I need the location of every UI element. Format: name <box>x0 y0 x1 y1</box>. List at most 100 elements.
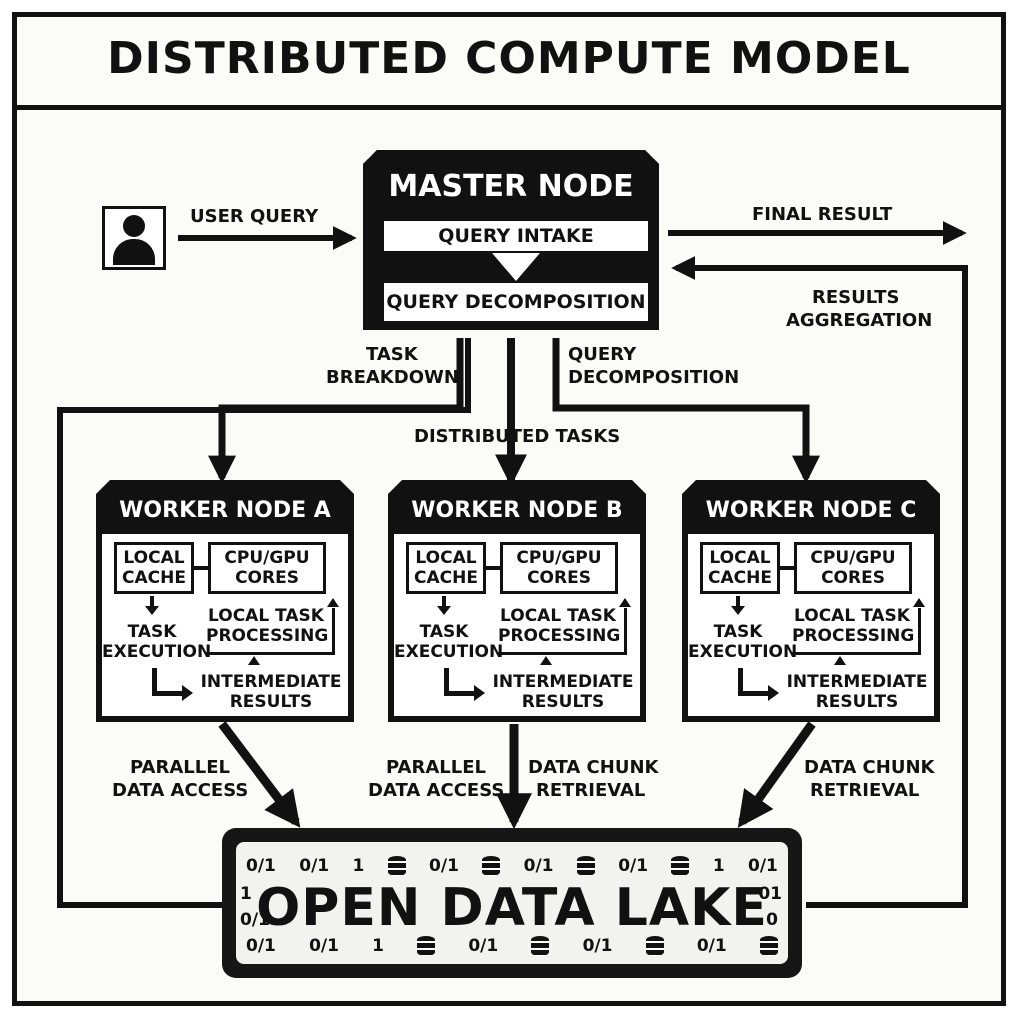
exec-elbow-v <box>152 668 157 696</box>
database-icon <box>645 936 664 956</box>
local-task-processing: LOCAL TASK PROCESSING <box>206 606 326 646</box>
local-task-processing: LOCAL TASK PROCESSING <box>498 606 618 646</box>
cores-line-1: CPU/GPU <box>810 548 896 568</box>
exec-elbow-v <box>738 668 743 696</box>
task-execution: TASK EXECUTION <box>688 622 788 662</box>
label-parallel-a-1: PARALLEL <box>130 757 230 778</box>
cache-core-link <box>780 566 794 570</box>
worker-body: LOCAL CACHE CPU/GPU CORES TASK EXECUTION… <box>394 534 640 716</box>
worker-body: LOCAL CACHE CPU/GPU CORES TASK EXECUTION… <box>102 534 348 716</box>
local-cache-line-2: CACHE <box>414 568 478 588</box>
task-execution-line-1: TASK <box>713 622 763 642</box>
lake-bottom-bit-3: 1 <box>372 936 384 956</box>
arrow-down-icon <box>150 596 154 608</box>
exec-elbow-h <box>738 691 770 696</box>
task-execution-line-2: EXECUTION <box>688 642 798 662</box>
label-chunk-b-2: RETRIEVAL <box>536 780 646 801</box>
label-chunk-b-1: DATA CHUNK <box>528 757 659 778</box>
master-node: MASTER NODE QUERY INTAKE QUERY DECOMPOSI… <box>363 150 659 330</box>
aggregation-loop-line <box>671 256 968 908</box>
database-icon <box>482 856 501 876</box>
user-icon <box>102 206 166 270</box>
cache-core-link <box>486 566 500 570</box>
cores-line-2: CORES <box>235 568 299 588</box>
label-chunk-c-1: DATA CHUNK <box>804 757 935 778</box>
label-results-aggregation-2: AGGREGATION <box>786 310 933 331</box>
local-cache-line-1: LOCAL <box>709 548 771 568</box>
local-cache: LOCAL CACHE <box>406 542 486 594</box>
label-parallel-b-1: PARALLEL <box>386 757 486 778</box>
arrow-up-icon <box>327 598 339 607</box>
database-icon <box>576 856 595 876</box>
arrow-down-head-icon <box>145 606 159 615</box>
label-user-query: USER QUERY <box>190 206 319 227</box>
local-cache-line-1: LOCAL <box>415 548 477 568</box>
processing-link <box>498 652 626 655</box>
processing-line-1: LOCAL TASK <box>794 606 910 626</box>
lake-bottom-bit-5: 0/1 <box>582 936 613 956</box>
lake-top-bit-6: 0/1 <box>618 856 649 876</box>
processing-link <box>792 652 920 655</box>
arrow-up-icon <box>619 598 631 607</box>
label-final-result: FINAL RESULT <box>752 204 893 225</box>
exec-elbow-h <box>152 691 184 696</box>
local-task-processing: LOCAL TASK PROCESSING <box>792 606 912 646</box>
intermediate-results: INTERMEDIATE RESULTS <box>782 672 932 712</box>
lake-top-bit-3: 1 <box>352 856 365 876</box>
query-intake: QUERY INTAKE <box>384 221 648 251</box>
query-decomposition: QUERY DECOMPOSITION <box>384 283 648 321</box>
label-query-decomposition-2: DECOMPOSITION <box>568 367 740 388</box>
worker-c-to-lake <box>737 721 816 828</box>
intermediate-line-2: RESULTS <box>521 692 605 712</box>
task-execution-line-2: EXECUTION <box>102 642 212 662</box>
arrow-right-icon <box>182 685 193 701</box>
lake-bottom-bit-2: 0/1 <box>309 936 339 956</box>
intermediate-line-1: INTERMEDIATE <box>492 672 634 692</box>
cpu-gpu-cores: CPU/GPU CORES <box>500 542 618 594</box>
worker-node-a: WORKER NODE A LOCAL CACHE CPU/GPU CORES … <box>96 480 354 722</box>
label-distributed-tasks: DISTRIBUTED TASKS <box>414 426 621 447</box>
lake-top-bit-1: 0/1 <box>246 856 276 876</box>
lake-left-bit-2: 0/1 <box>240 910 270 930</box>
intermediate-line-1: INTERMEDIATE <box>200 672 342 692</box>
lake-left-bit-1: 1 <box>240 884 252 904</box>
arrow-down-head-icon <box>731 606 745 615</box>
cache-core-link <box>194 566 208 570</box>
worker-node-b: WORKER NODE B LOCAL CACHE CPU/GPU CORES … <box>388 480 646 722</box>
cores-line-2: CORES <box>527 568 591 588</box>
cpu-gpu-cores: CPU/GPU CORES <box>208 542 326 594</box>
worker-body: LOCAL CACHE CPU/GPU CORES TASK EXECUTION… <box>688 534 934 716</box>
worker-node-title: WORKER NODE B <box>411 498 623 523</box>
exec-elbow-h <box>444 691 476 696</box>
exec-elbow-v <box>444 668 449 696</box>
arrow-up-small-icon <box>540 656 552 665</box>
lake-right-bit-2: 0 <box>766 910 778 930</box>
intermediate-line-2: RESULTS <box>229 692 313 712</box>
task-execution: TASK EXECUTION <box>102 622 202 662</box>
lake-bottom-bit-4: 0/1 <box>468 936 499 956</box>
intermediate-line-2: RESULTS <box>815 692 899 712</box>
processing-line-1: LOCAL TASK <box>500 606 616 626</box>
intermediate-results: INTERMEDIATE RESULTS <box>488 672 638 712</box>
task-execution-line-1: TASK <box>127 622 177 642</box>
arrow-right-icon <box>474 685 485 701</box>
local-cache-line-1: LOCAL <box>123 548 185 568</box>
title-bar: DISTRIBUTED COMPUTE MODEL <box>12 12 1006 110</box>
label-parallel-b-2: DATA ACCESS <box>368 780 505 801</box>
arrow-up-icon <box>913 598 925 607</box>
processing-line-2: PROCESSING <box>792 626 915 646</box>
local-cache-line-2: CACHE <box>708 568 772 588</box>
lake-top-bit-2: 0/1 <box>299 856 330 876</box>
cores-line-1: CPU/GPU <box>516 548 602 568</box>
worker-node-title: WORKER NODE A <box>119 498 331 523</box>
database-icon <box>671 856 690 876</box>
cores-line-1: CPU/GPU <box>224 548 310 568</box>
intermediate-line-1: INTERMEDIATE <box>786 672 928 692</box>
processing-link <box>206 652 334 655</box>
local-cache: LOCAL CACHE <box>700 542 780 594</box>
lake-top-bit-4: 0/1 <box>429 856 459 876</box>
local-cache-line-2: CACHE <box>122 568 186 588</box>
